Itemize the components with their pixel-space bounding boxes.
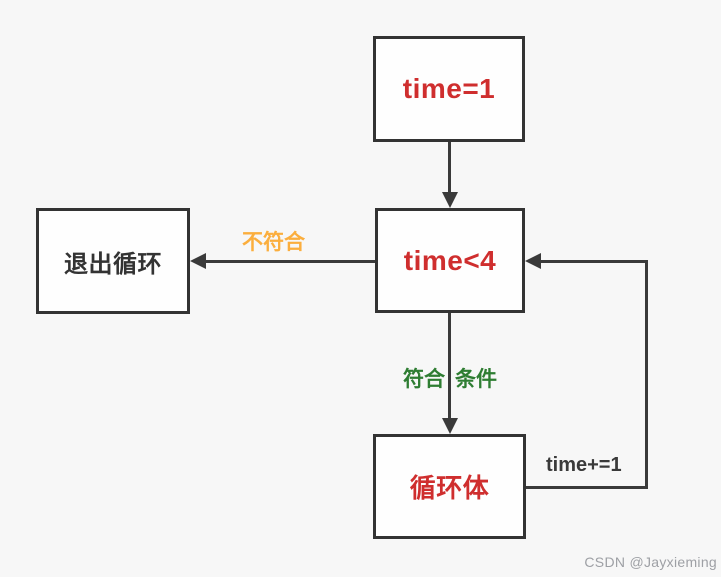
node-time-init-label: time=1 — [402, 73, 496, 104]
node-loop-body-label: 循环体 — [409, 473, 490, 503]
edge-label-satisfied: 符合 — [403, 368, 445, 391]
node-loop-condition-label: time<4 — [403, 244, 497, 276]
node-exit-loop: 退出循环 — [36, 208, 190, 314]
edge-label-condition: 条件 — [455, 368, 497, 391]
arrowhead-down-icon — [442, 418, 458, 434]
edge-body-to-condition-right-line — [645, 260, 648, 489]
arrowhead-left-icon — [525, 253, 541, 269]
node-loop-condition: time<4 — [375, 208, 525, 313]
edge-body-to-condition-top-line — [540, 260, 648, 263]
edge-label-increment: time+=1 — [546, 454, 622, 476]
arrowhead-down-icon — [442, 192, 458, 208]
edge-label-not-satisfied: 不符合 — [242, 231, 305, 254]
edge-condition-to-exit-line — [205, 260, 375, 263]
node-time-init: time=1 — [373, 36, 525, 142]
watermark: CSDN @Jayxieming — [584, 554, 717, 570]
arrowhead-left-icon — [190, 253, 206, 269]
edge-init-to-condition-line — [448, 142, 451, 194]
edge-body-to-condition-bottom-line — [526, 486, 648, 489]
node-exit-loop-label: 退出循环 — [64, 250, 162, 278]
node-loop-body: 循环体 — [373, 434, 526, 539]
edge-condition-to-body-line — [448, 313, 451, 420]
